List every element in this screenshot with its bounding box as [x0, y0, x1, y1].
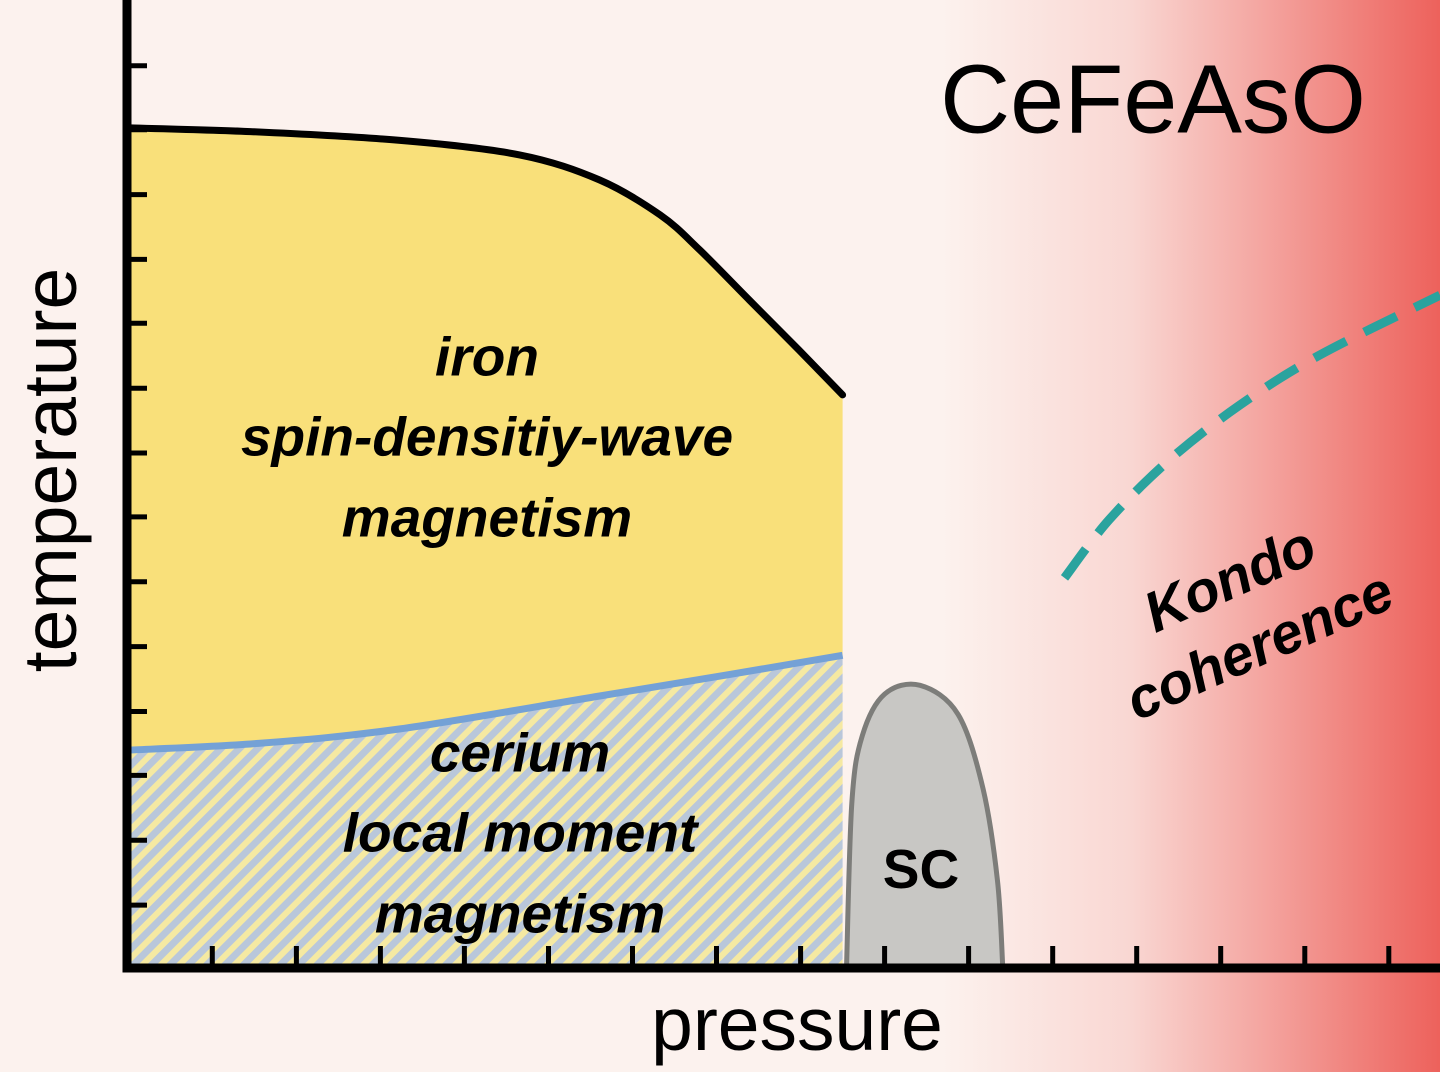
iron-label-line1: iron [435, 325, 539, 388]
cerium-label-line3: magnetism [374, 882, 666, 945]
kondo-coherence-region [941, 0, 1440, 1072]
cerium-label-line2: local moment [342, 801, 698, 864]
sc-dome [843, 681, 1006, 971]
cerium-region-label: cerium local moment magnetism [343, 713, 698, 954]
cerium-label-line1: cerium [429, 721, 611, 784]
iron-label-line3: magnetism [341, 486, 633, 549]
y-axis-label: temperature [7, 267, 92, 673]
iron-sdw-region-label: iron spin-densitiy-wave magnetism [241, 317, 733, 558]
sc-region-label: SC [882, 837, 960, 900]
cerium-local-moment-region [127, 655, 843, 968]
compound-title: CeFeAsO [940, 44, 1366, 154]
x-axis-label: pressure [651, 981, 943, 1066]
kondo-crossover-dashed-curve [1060, 291, 1440, 581]
iron-sdw-region [127, 127, 843, 751]
iron-boundary-curve [123, 124, 847, 399]
iron-label-line2: spin-densitiy-wave [240, 405, 734, 468]
cerium-boundary-line [126, 651, 844, 754]
